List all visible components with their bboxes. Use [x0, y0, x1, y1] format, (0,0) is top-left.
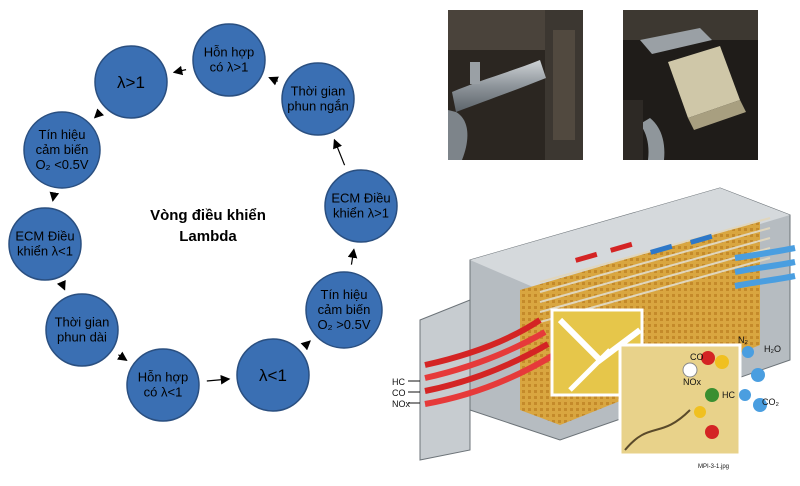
cycle-arrow — [172, 65, 187, 76]
output-label-n2: N₂ — [738, 335, 748, 345]
exhaust-pipe-photo — [448, 10, 583, 160]
input-label-co: CO — [392, 388, 406, 398]
cycle-node-label: λ>1 — [117, 73, 145, 92]
cycle-node-label: λ<1 — [259, 366, 287, 385]
cycle-arrow — [347, 248, 358, 265]
cycle-node-circle — [305, 271, 383, 349]
cycle-node-label: cảm biến — [318, 302, 371, 317]
cycle-node-label: phun dài — [57, 330, 107, 345]
cycle-node-circle — [281, 62, 355, 136]
output-label-co2: CO₂ — [762, 397, 780, 407]
cycle-node-label: O₂ <0.5V — [35, 157, 88, 172]
cycle-arrow — [49, 191, 60, 202]
cycle-node-label: có λ>1 — [210, 60, 249, 75]
cycle-node-label: có λ<1 — [144, 385, 183, 400]
cycle-node-label: Hỗn hợp — [138, 370, 188, 385]
output-label-h2o: H₂O — [764, 344, 781, 354]
cycle-node-label: khiển λ<1 — [17, 244, 73, 259]
input-label-hc: HC — [392, 377, 405, 387]
cycle-arrow — [93, 108, 105, 119]
cycle-arrow — [116, 351, 128, 361]
center-title-line-2: Lambda — [179, 228, 237, 245]
input-label-nox: NOx — [392, 399, 411, 409]
inner-label-co: CO — [690, 352, 704, 362]
cycle-node-label: O₂ >0.5V — [317, 317, 370, 332]
inner-label-nox: NOx — [683, 377, 702, 387]
image-caption: MPI-3-1.jpg — [698, 464, 729, 470]
cycle-node-circle — [126, 348, 200, 422]
cycle-node-circle — [45, 293, 119, 367]
cycle-node-label: Thời gian — [291, 84, 346, 99]
cycle-arrow — [333, 138, 346, 166]
cycle-node-circle — [23, 111, 101, 189]
cycle-node-label: Thời gian — [55, 315, 110, 330]
cycle-node-label: cảm biến — [36, 142, 89, 157]
cycle-node-label: khiển λ>1 — [333, 206, 389, 221]
cycle-node-circle — [94, 45, 168, 119]
cycle-node-label: Tín hiệu — [321, 287, 368, 302]
inner-label-hc: HC — [722, 390, 735, 400]
cycle-arrow — [56, 279, 66, 291]
cycle-arrows — [49, 65, 358, 385]
cycle-node-label: ECM Điều — [331, 191, 390, 206]
cycle-node-label: ECM Điều — [15, 229, 74, 244]
cycle-node-circle — [8, 207, 82, 281]
cycle-node-label: Hỗn hợp — [204, 45, 254, 60]
cycle-node-circle — [236, 338, 310, 412]
catalytic-converter-photo — [623, 10, 758, 160]
center-title-line-1: Vòng điều khiển — [150, 207, 266, 224]
cycle-node-circle — [192, 23, 266, 97]
cycle-node-label: Tín hiệu — [39, 127, 86, 142]
cycle-node-circle — [324, 169, 398, 243]
cycle-node-label: phun ngắn — [287, 99, 348, 114]
cycle-arrow — [300, 340, 311, 351]
cycle-node: λ<1 — [236, 338, 310, 412]
catalytic-converter-illustration: HC CO NOx N₂ H₂O CO₂ CO NOx HC MPI-3-1.j… — [392, 187, 796, 470]
cycle-arrow — [268, 76, 279, 86]
cycle-node: λ>1 — [94, 45, 168, 119]
cycle-arrow — [206, 374, 231, 385]
